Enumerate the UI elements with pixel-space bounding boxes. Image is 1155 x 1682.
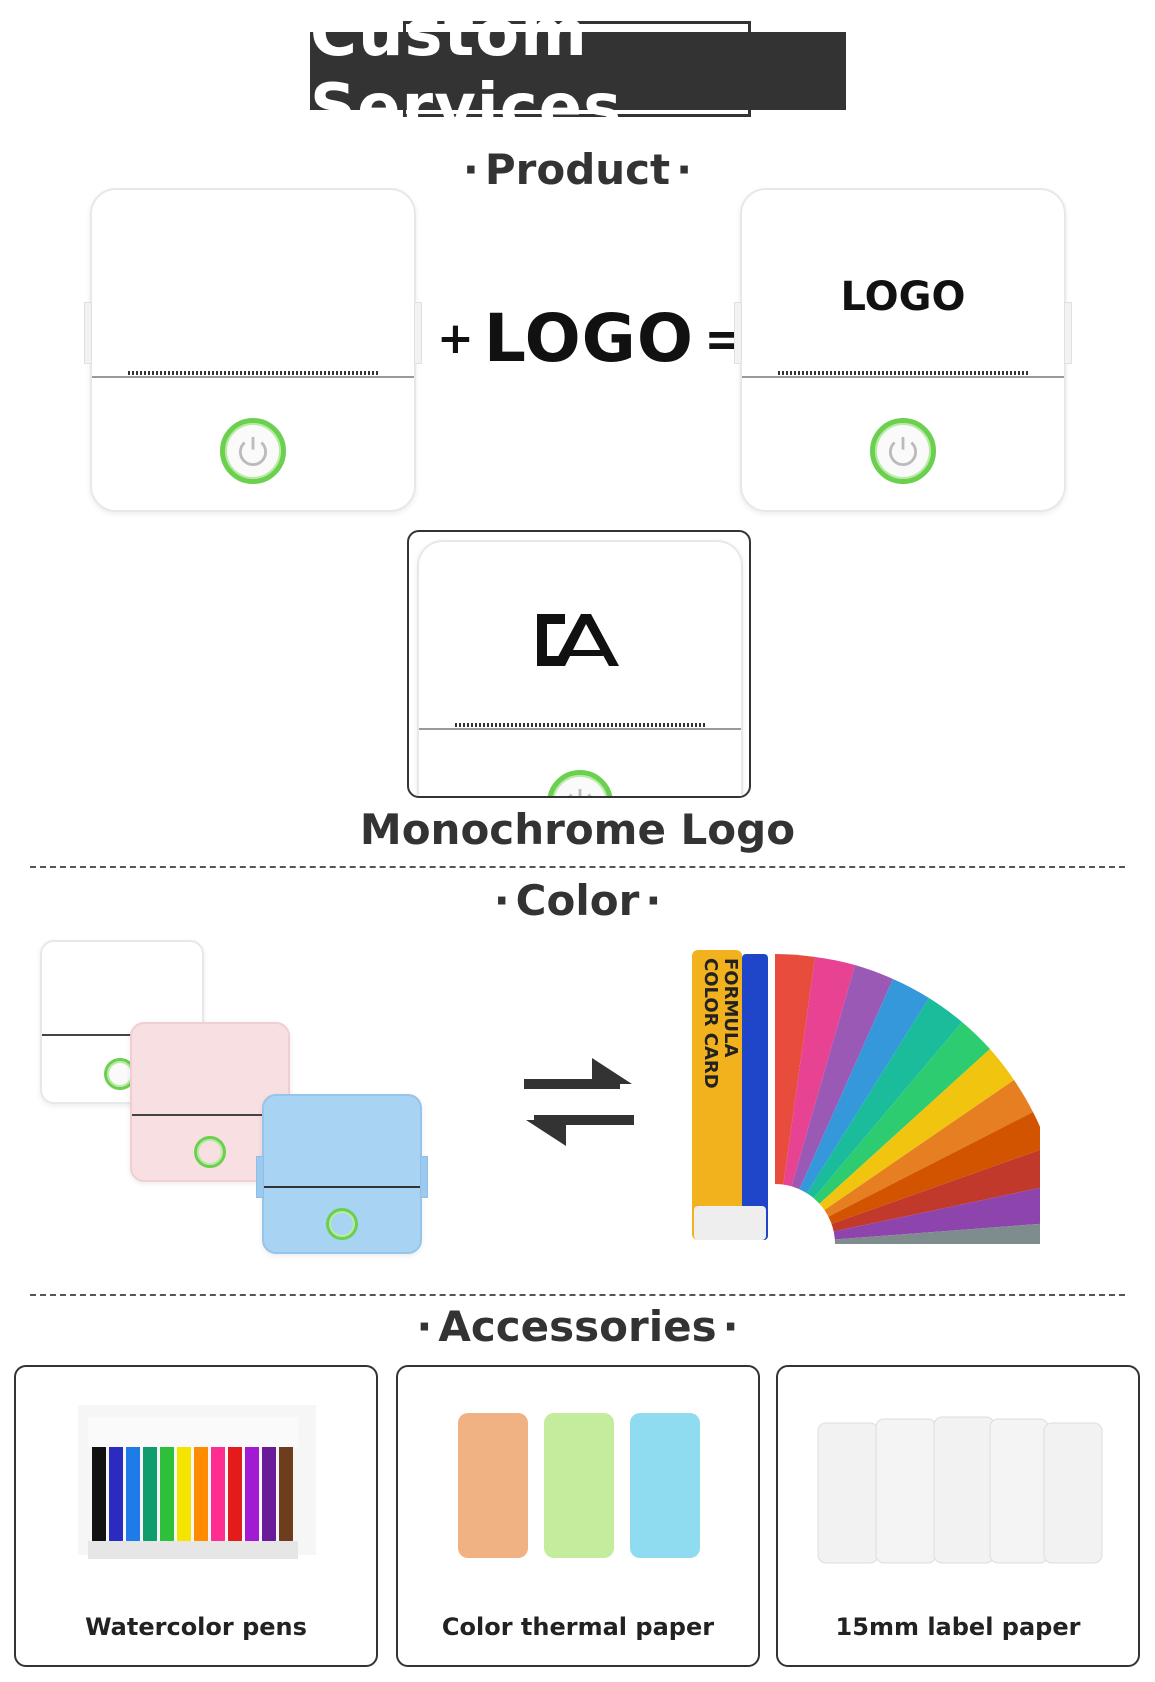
accessory-label: Watercolor pens [85,1613,307,1641]
color-thermal-paper-image [454,1407,704,1567]
printer-side-tab [84,302,92,364]
paper-outlet [128,371,378,375]
accessory-label: Color thermal paper [441,1613,715,1641]
section-divider [30,866,1125,868]
logo-word: LOGO [483,300,694,377]
printer-slot [419,728,741,730]
color-heading-text: Color [515,876,640,925]
printer-side-tab [256,1156,264,1198]
printer-monochrome [417,540,743,796]
printer-slot [264,1186,420,1188]
label-paper-image [816,1411,1106,1571]
section-divider [30,1294,1125,1296]
printer-slot [132,1114,288,1116]
printer-slot [742,376,1064,378]
bullet-dot: · [722,1302,739,1351]
bullet-dot: · [676,145,693,194]
accessories-heading-text: Accessories [438,1302,717,1351]
printer-blank [84,188,422,512]
monochrome-logo-frame [407,530,751,798]
monochrome-logo-label: Monochrome Logo [359,805,796,854]
printer-with-logo: LOGO [734,188,1072,512]
power-icon [220,418,286,484]
power-icon [326,1208,358,1240]
color-heading: ·Color· [0,876,1155,925]
accessory-card-thermal-paper: Color thermal paper [396,1365,760,1667]
paper-outlet [778,371,1028,375]
bullet-dot: · [416,1302,433,1351]
product-heading: ·Product· [0,145,1155,194]
brand-logo [531,610,621,670]
printer-blue [256,1094,428,1254]
printer-slot [92,376,414,378]
bullet-dot: · [645,876,662,925]
power-icon [547,770,613,796]
printer-side-tab [1064,302,1072,364]
accessory-label: 15mm label paper [835,1613,1081,1641]
watercolor-pens-image [72,1395,322,1571]
paper-outlet [455,723,705,727]
bullet-dot: · [493,876,510,925]
accessory-card-pens: Watercolor pens [14,1365,378,1667]
printer-slot [42,1034,202,1036]
printer-side-tab [414,302,422,364]
plus-sign: + [437,313,474,364]
printer-side-tab [420,1156,428,1198]
logo-equation: + LOGO = [437,300,746,377]
color-card-title-2: COLOR CARD [700,958,721,1089]
printed-logo-text: LOGO [840,274,966,320]
accessory-card-label-paper: 15mm label paper [776,1365,1140,1667]
exchange-arrows-icon [520,1054,638,1150]
power-icon [194,1136,226,1168]
product-heading-text: Product [484,145,671,194]
accessories-heading: ·Accessories· [0,1302,1155,1351]
color-card-title-1: FORMULA [720,958,741,1058]
page-title: Custom Services [310,0,846,145]
power-icon [870,418,936,484]
printer-side-tab [734,302,742,364]
bullet-dot: · [462,145,479,194]
